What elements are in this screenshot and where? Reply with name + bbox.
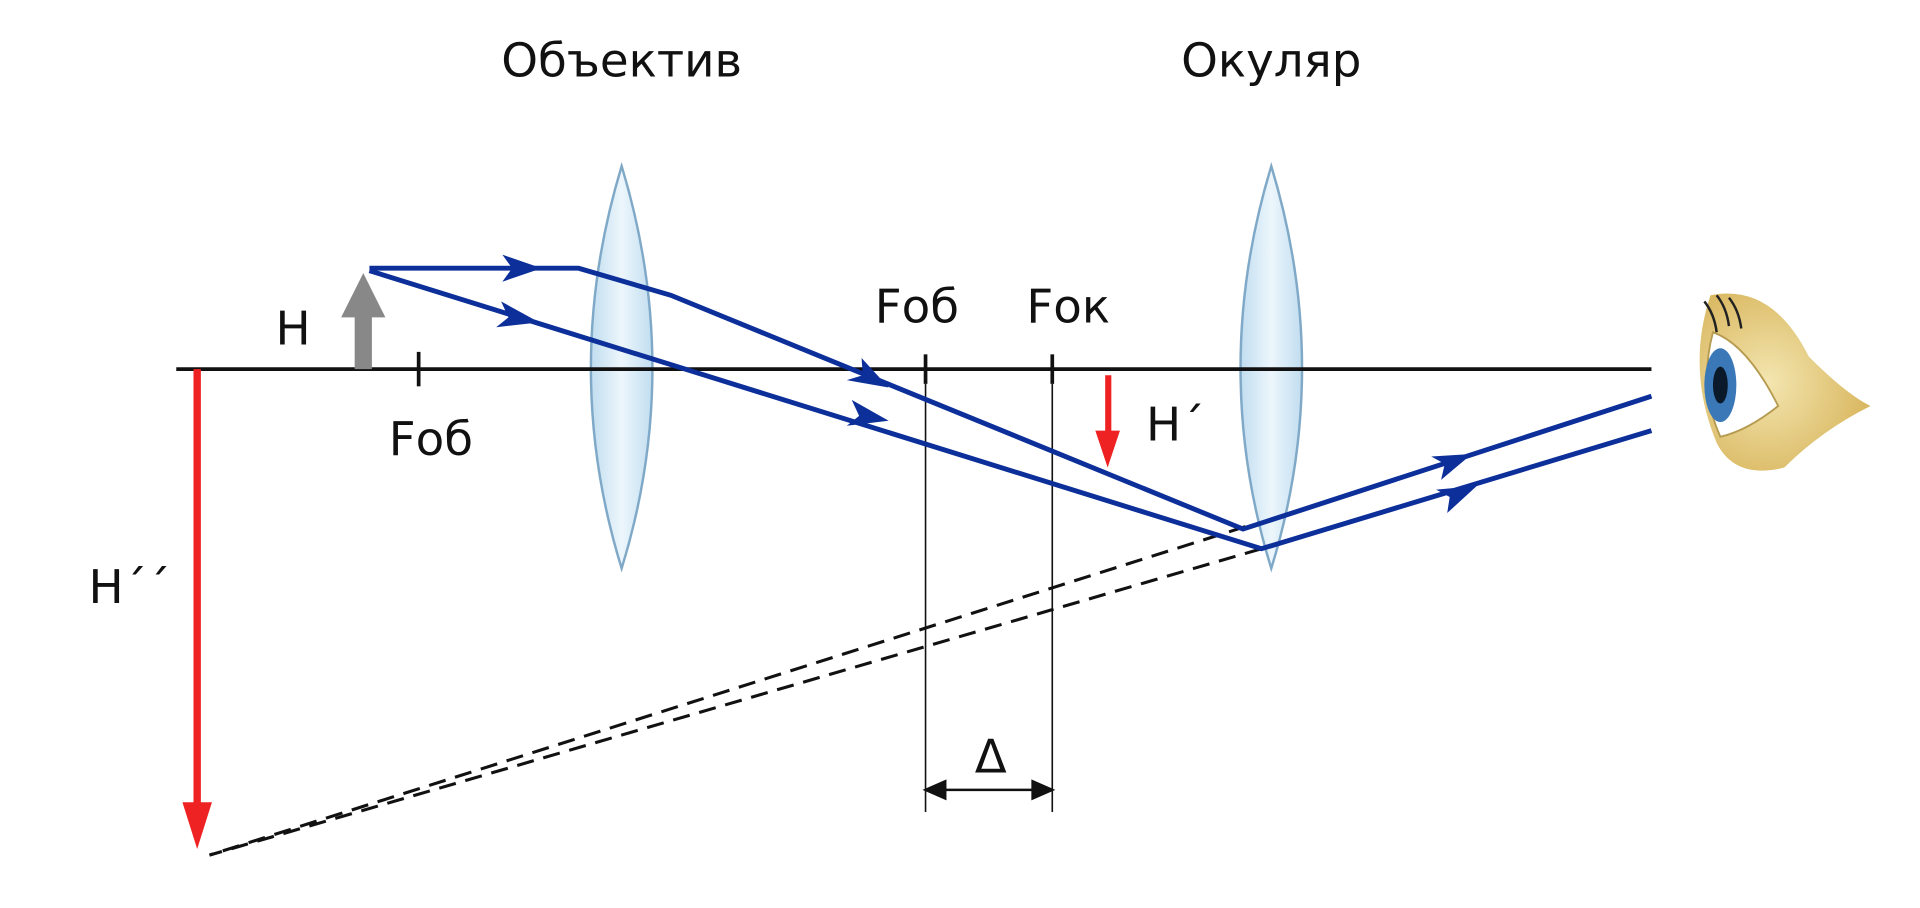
- ray-arrowheads: [496, 254, 1477, 514]
- delta-arrow: [922, 779, 1056, 801]
- focus-eyepiece-label: Fок: [1026, 280, 1110, 334]
- light-ray: [369, 265, 1653, 532]
- object-arrow: [341, 273, 386, 370]
- delta-label: Δ: [975, 731, 1007, 785]
- virtual-ray: [209, 547, 1262, 857]
- eyepiece-label: Окуляр: [1181, 34, 1361, 88]
- virtual-ray: [209, 525, 1246, 857]
- final-image-arrow: [182, 369, 212, 849]
- final-image-label: H´´: [89, 561, 171, 615]
- intermediate-image-arrow: [1095, 375, 1120, 468]
- object-label: H: [276, 302, 311, 356]
- focus-objective-right-label: Fоб: [875, 280, 959, 334]
- focus-objective-left-label: Fоб: [389, 413, 473, 467]
- intermediate-image-label: H´: [1146, 398, 1205, 452]
- eye-icon: [1699, 293, 1871, 471]
- objective-label: Объектив: [501, 34, 742, 88]
- light-ray: [368, 268, 1653, 552]
